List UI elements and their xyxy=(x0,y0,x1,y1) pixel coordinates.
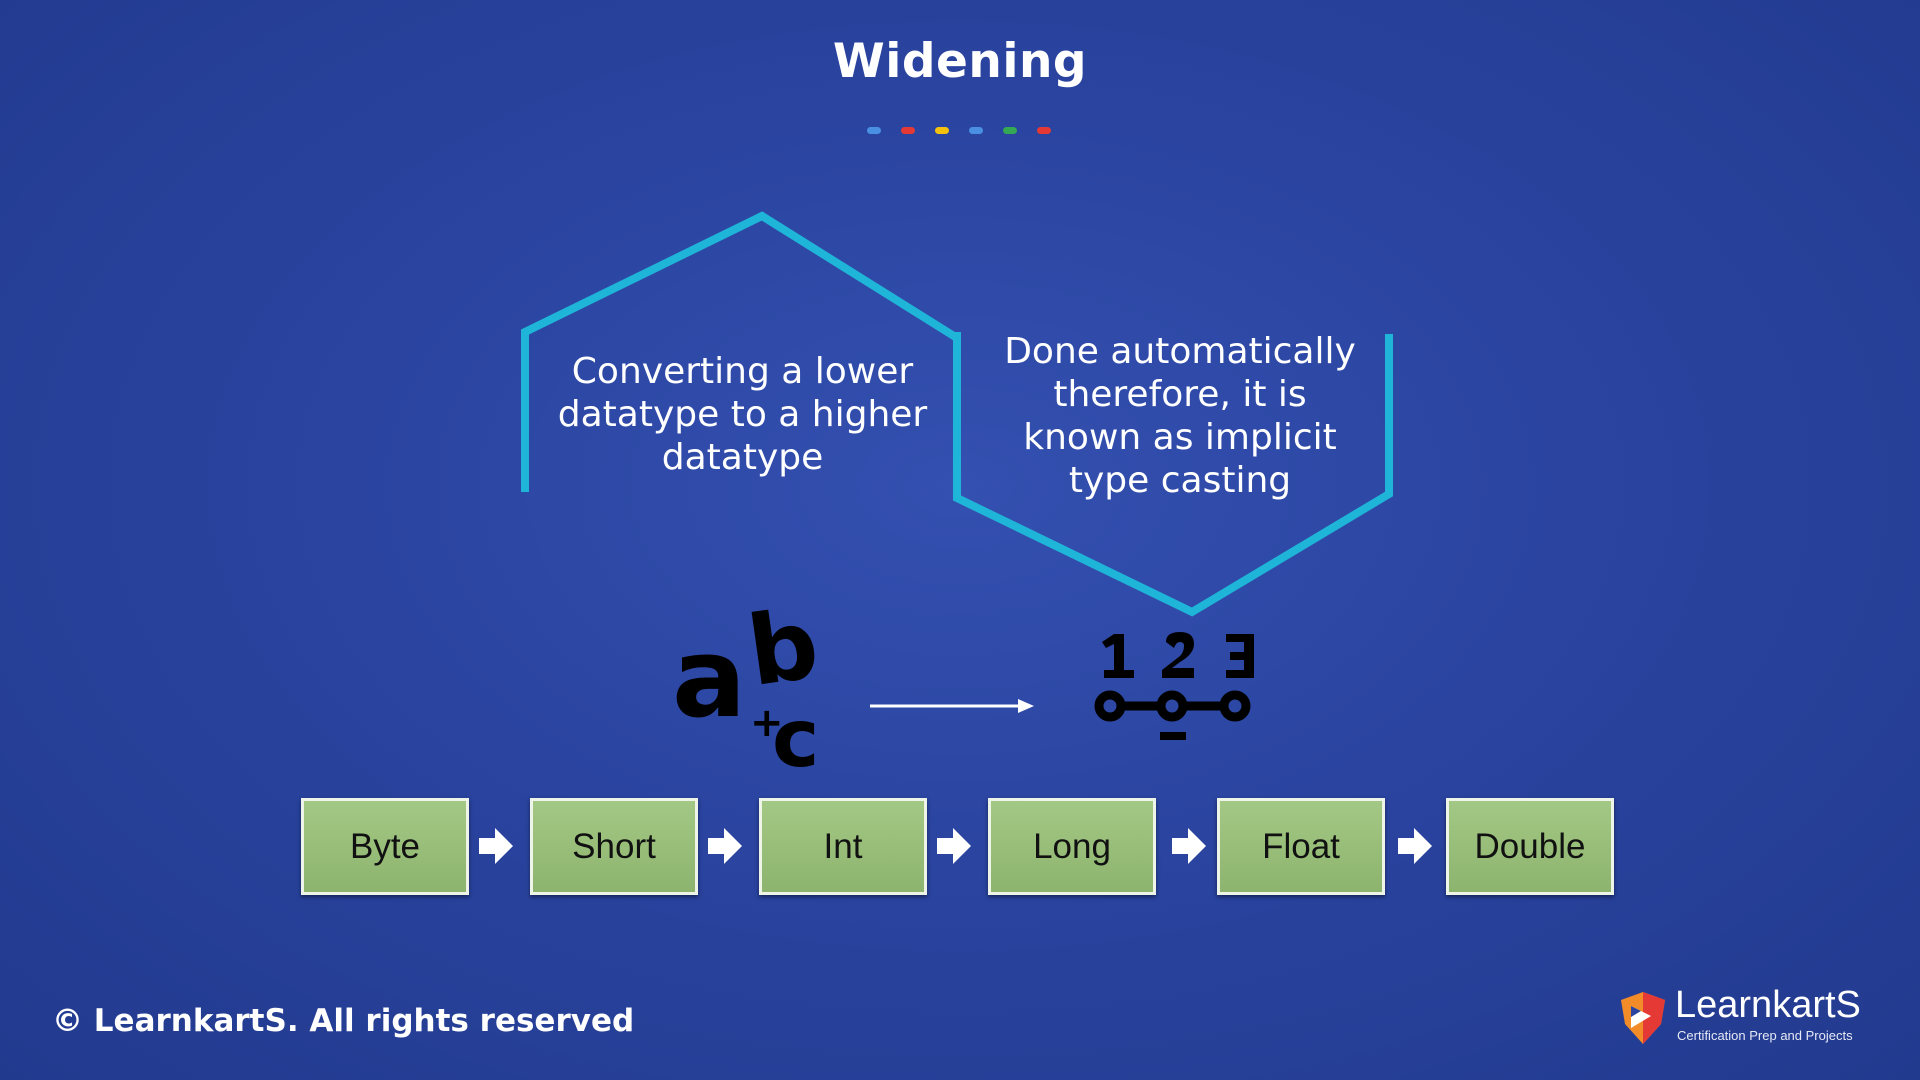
logo-shield-icon xyxy=(1621,992,1665,1044)
lower-hexagon-outline xyxy=(953,332,1393,617)
widening-type-chain: Byte Short Int Long Float Double xyxy=(301,798,1614,895)
abc-letters-icon: a b + c xyxy=(672,596,825,776)
title-decoration-dots xyxy=(867,127,1051,134)
type-box-byte: Byte xyxy=(301,798,469,895)
conversion-arrow xyxy=(870,699,1034,713)
svg-text:c: c xyxy=(772,692,819,776)
decoration-dot xyxy=(969,127,983,134)
definition-text: Converting a lower datatype to a higher … xyxy=(557,351,928,478)
numbered-steps-icon xyxy=(1094,632,1254,740)
type-box-int: Int xyxy=(759,798,927,895)
decoration-dot xyxy=(901,127,915,134)
svg-text:b: b xyxy=(741,596,825,708)
chain-arrow-icon xyxy=(1172,828,1206,864)
copyright-notice: © LearnkartS. All rights reserved xyxy=(52,1003,635,1039)
type-box-long: Long xyxy=(988,798,1156,895)
decoration-dot xyxy=(935,127,949,134)
type-box-float: Float xyxy=(1217,798,1385,895)
page-title: Widening xyxy=(832,34,1088,89)
decoration-dot xyxy=(1003,127,1017,134)
decoration-dot xyxy=(867,127,881,134)
type-box-double: Double xyxy=(1446,798,1614,895)
type-box-short: Short xyxy=(530,798,698,895)
svg-text:+: + xyxy=(750,700,784,746)
chain-arrow-icon xyxy=(708,828,742,864)
decoration-dot xyxy=(1037,127,1051,134)
chain-arrow-icon xyxy=(1398,828,1432,864)
svg-text:a: a xyxy=(672,614,746,742)
chain-arrow-icon xyxy=(479,828,513,864)
logo-name: LearnkartS xyxy=(1675,984,1861,1026)
logo-tagline: Certification Prep and Projects xyxy=(1677,1028,1853,1043)
learnkarts-logo: LearnkartS Certification Prep and Projec… xyxy=(1615,984,1865,1050)
implicit-casting-text: Done automatically therefore, it is know… xyxy=(1004,331,1356,501)
chain-arrow-icon xyxy=(937,828,971,864)
